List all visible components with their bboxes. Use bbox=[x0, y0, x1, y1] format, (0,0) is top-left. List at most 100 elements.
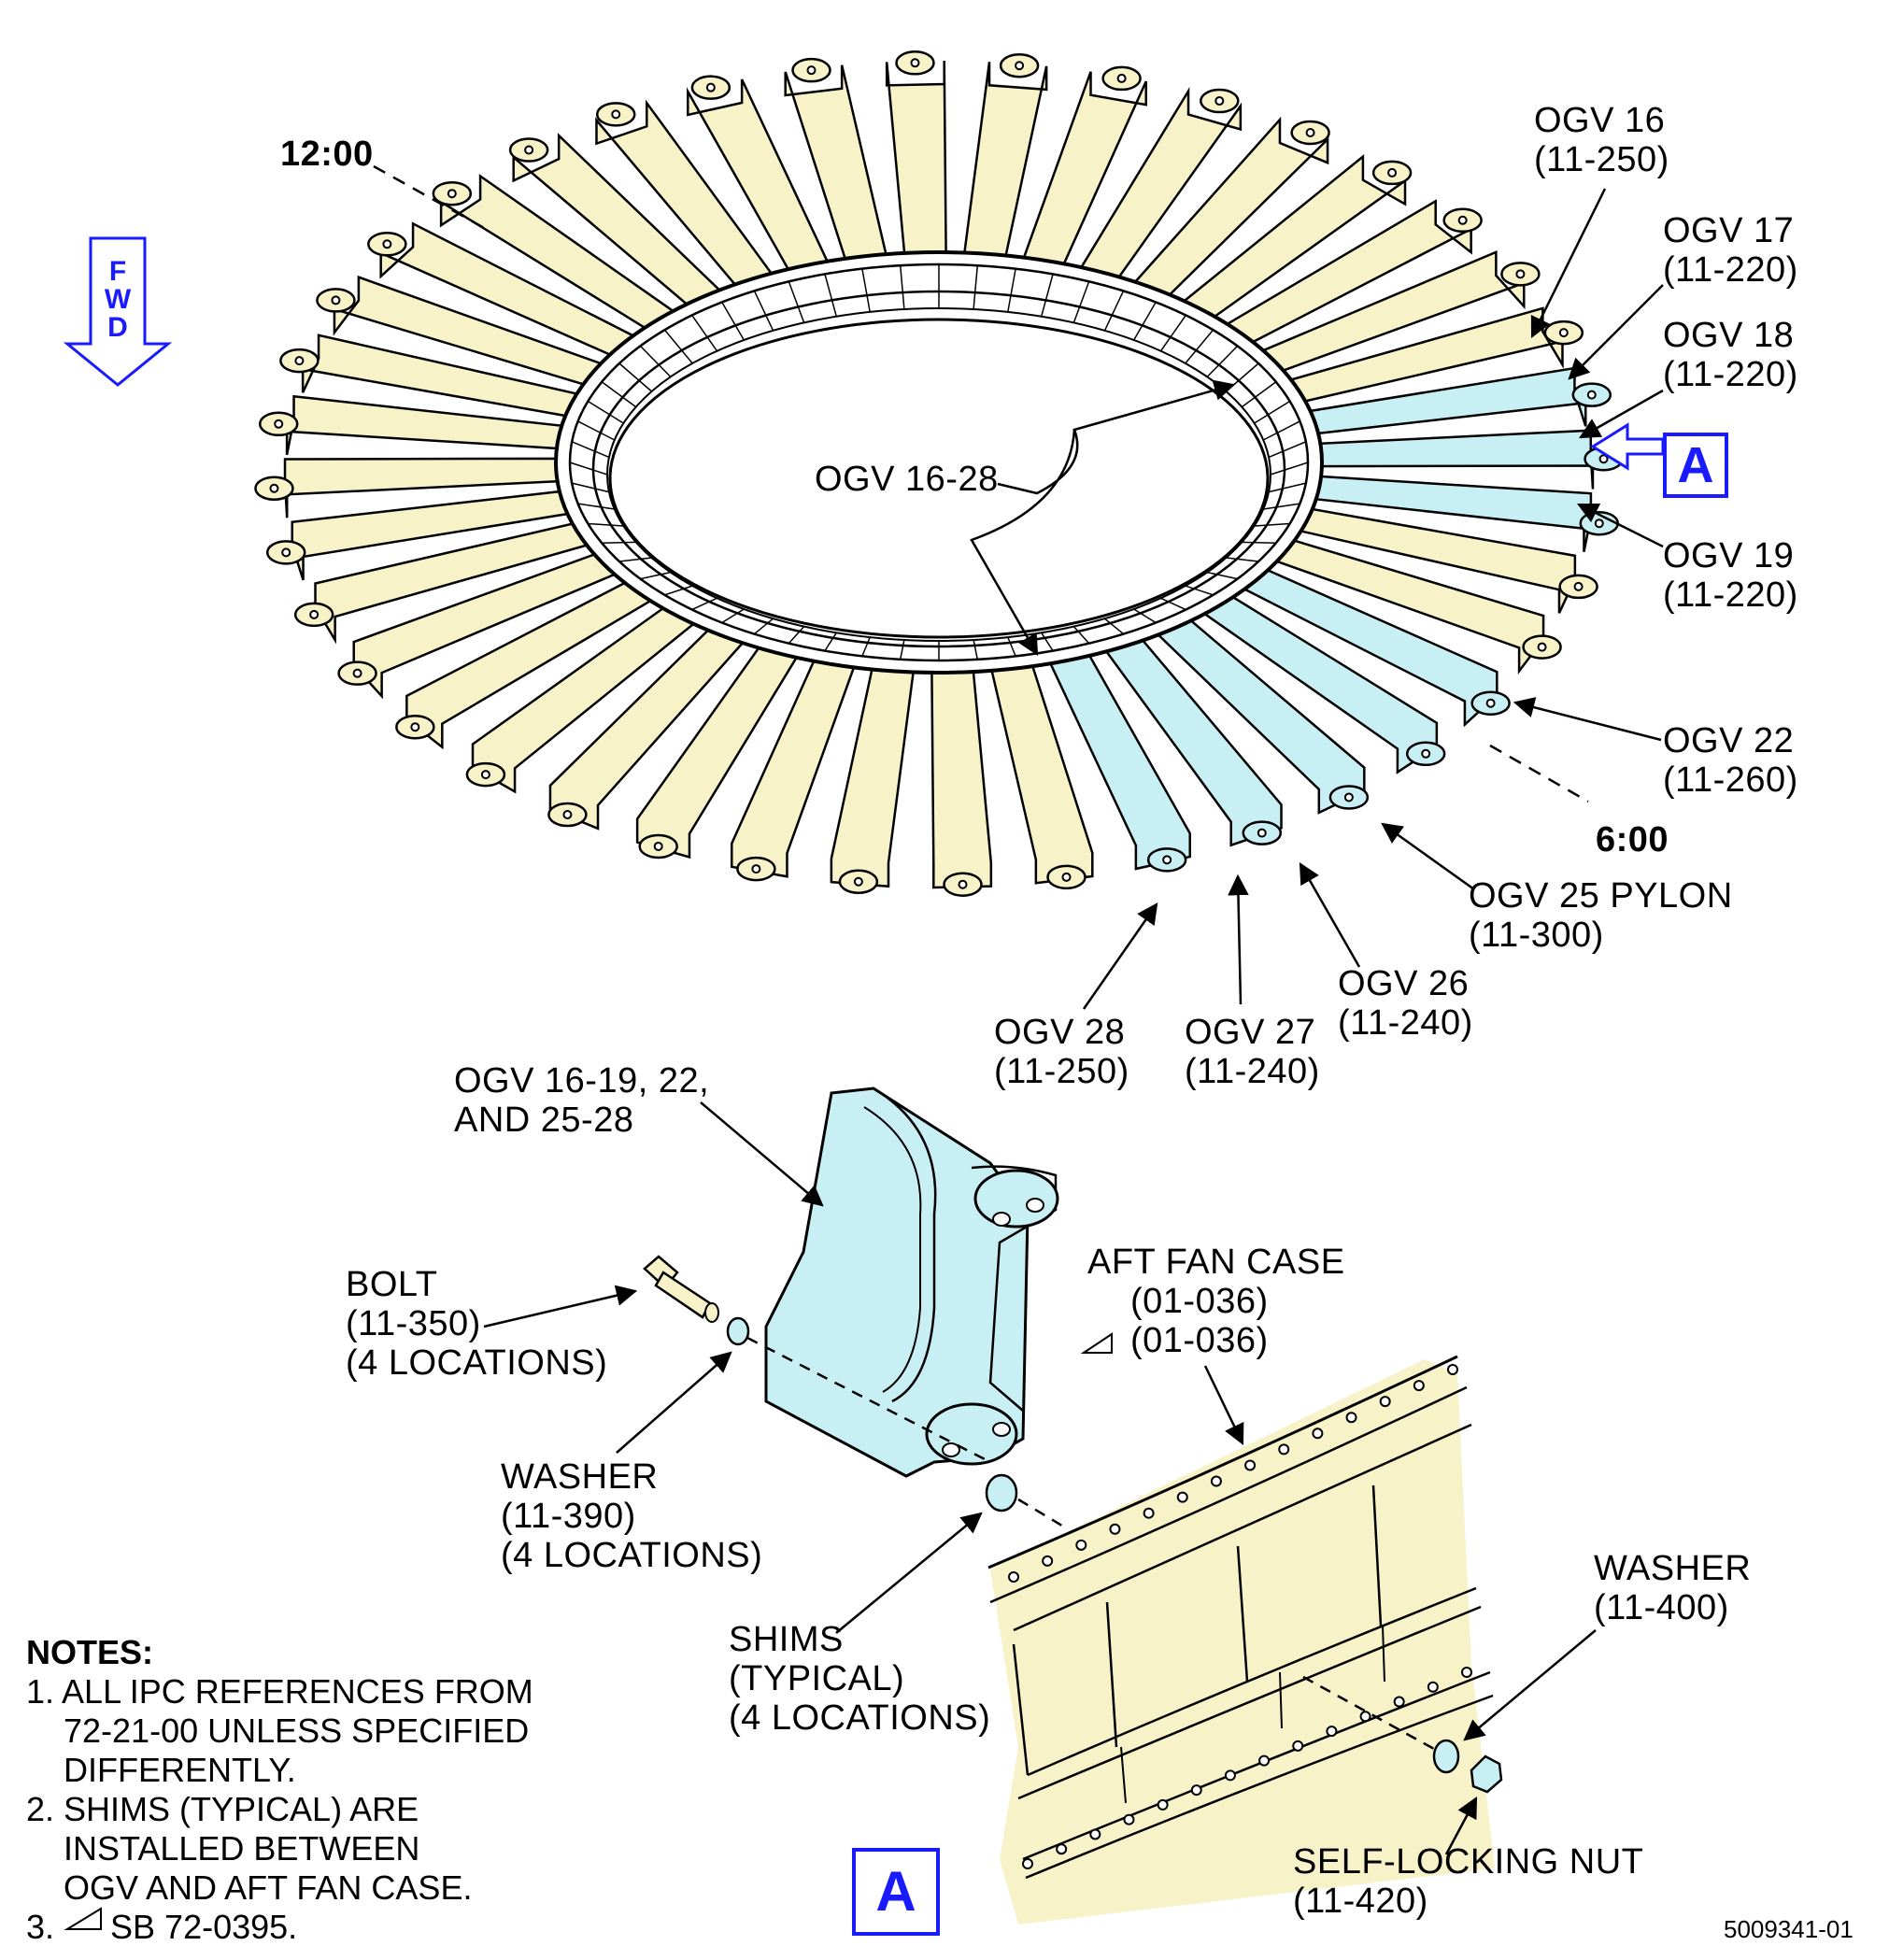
flange-hole bbox=[1061, 872, 1072, 882]
ring-rib bbox=[788, 626, 805, 645]
flange-hole bbox=[1598, 454, 1609, 464]
flange-hole bbox=[1387, 167, 1398, 178]
ogv19-name: OGV 19 bbox=[1663, 536, 1795, 575]
flange-hole bbox=[1457, 215, 1468, 225]
case-hole bbox=[1393, 1696, 1405, 1708]
ogv18-ref: (11-220) bbox=[1663, 355, 1798, 394]
flange-hole bbox=[352, 668, 362, 678]
flange-hole bbox=[1485, 698, 1496, 708]
ring-bore bbox=[608, 318, 1270, 639]
ring-rib bbox=[1133, 608, 1157, 624]
ring-rib bbox=[1072, 281, 1090, 323]
ring-rib bbox=[639, 345, 672, 377]
flange-hole bbox=[382, 239, 392, 249]
case-hole bbox=[1326, 1726, 1338, 1738]
flange-hole bbox=[705, 82, 716, 92]
fwd-letter-w: W bbox=[104, 284, 132, 315]
case-hole bbox=[1123, 1813, 1135, 1825]
notes-title: NOTES: bbox=[26, 1633, 154, 1671]
ring-rib bbox=[569, 462, 608, 476]
shims-type: (TYPICAL) bbox=[729, 1659, 905, 1698]
ogv28-ref: (11-250) bbox=[994, 1052, 1129, 1091]
ogv22-name: OGV 22 bbox=[1663, 721, 1795, 760]
ring-rib bbox=[861, 636, 871, 657]
shims-qty: (4 LOCATIONS) bbox=[729, 1698, 991, 1738]
bolt-ref: (11-350) bbox=[346, 1304, 481, 1343]
notes-block: NOTES: 1. ALL IPC REFERENCES FROM 72-21-… bbox=[26, 1633, 533, 1947]
flange-hole bbox=[910, 58, 920, 68]
flange-hole bbox=[309, 609, 320, 619]
washer-part-2 bbox=[1432, 1739, 1460, 1774]
ring-rib bbox=[1270, 462, 1309, 476]
washer1-label: WASHER bbox=[501, 1457, 659, 1497]
case-hole bbox=[1089, 1828, 1101, 1840]
flange-hole bbox=[1573, 581, 1584, 591]
ring-rib bbox=[1185, 585, 1214, 596]
ring-rib bbox=[1263, 503, 1300, 510]
ogv-vane bbox=[885, 61, 947, 262]
ring-rib bbox=[1241, 381, 1277, 408]
ring-rib bbox=[588, 522, 624, 527]
case-hole bbox=[1359, 1711, 1371, 1723]
ring-rib bbox=[1206, 345, 1239, 377]
case-hole bbox=[1224, 1769, 1236, 1782]
flange-hole bbox=[751, 864, 761, 874]
ring-rib bbox=[721, 608, 745, 624]
ring-rib bbox=[571, 482, 610, 493]
case-hole bbox=[1190, 1784, 1202, 1797]
case-hole bbox=[1461, 1667, 1472, 1678]
aft-fan-case-ref-sb: (01-036) bbox=[1130, 1321, 1269, 1360]
ring-rib bbox=[1262, 420, 1300, 441]
ogv27-ref: (11-240) bbox=[1185, 1052, 1320, 1091]
case-hole bbox=[1292, 1740, 1304, 1752]
flange-hole bbox=[1421, 748, 1431, 759]
flange-hole bbox=[853, 876, 863, 887]
flange-hole bbox=[480, 770, 490, 780]
ogv-vane bbox=[930, 663, 993, 889]
ogv-group-line1: OGV 16-19, 22, bbox=[454, 1061, 710, 1101]
fwd-arrow-icon bbox=[63, 236, 173, 387]
flange-hole bbox=[1257, 828, 1267, 838]
case-hole bbox=[1427, 1681, 1439, 1693]
case-bolt-holes bbox=[1008, 1364, 1472, 1869]
view-a-marker: A bbox=[1663, 433, 1728, 498]
ring-rib bbox=[899, 639, 905, 660]
shims-label: SHIMS bbox=[729, 1620, 844, 1659]
note-line: 3. SB 72-0395. bbox=[26, 1908, 298, 1946]
flange-hole bbox=[1305, 127, 1315, 137]
bolt-label: BOLT bbox=[346, 1265, 438, 1304]
note-line: DIFFERENTLY. bbox=[26, 1751, 296, 1789]
ring-rib bbox=[664, 585, 693, 596]
nut-part bbox=[1470, 1754, 1503, 1794]
case-hole bbox=[1278, 1443, 1290, 1456]
case-hole bbox=[1042, 1555, 1054, 1567]
ring-rib bbox=[824, 274, 838, 317]
ring-rib bbox=[663, 329, 693, 364]
ogv17-ref: (11-220) bbox=[1663, 250, 1798, 290]
ring-rib bbox=[1160, 597, 1186, 611]
clock-6-label: 6:00 bbox=[1596, 820, 1669, 859]
ring-rib bbox=[1007, 268, 1016, 313]
ring-rib bbox=[1254, 400, 1291, 424]
ring-rib bbox=[754, 618, 774, 635]
ogv16-name: OGV 16 bbox=[1534, 101, 1666, 140]
ring-rib bbox=[577, 420, 616, 441]
ogv-group-line2: AND 25-28 bbox=[454, 1101, 634, 1140]
flange-hole bbox=[331, 295, 341, 305]
ring-rib bbox=[602, 541, 636, 544]
note-line: 72-21-00 UNLESS SPECIFIED bbox=[26, 1711, 530, 1750]
ogv27-name: OGV 27 bbox=[1185, 1013, 1316, 1052]
case-hole bbox=[1176, 1491, 1188, 1503]
aft-fan-case-ref: (01-036) bbox=[1130, 1282, 1269, 1321]
case-hole bbox=[1157, 1798, 1169, 1811]
flange-hole bbox=[269, 483, 279, 493]
flange-hole bbox=[274, 419, 284, 429]
fwd-letter-f: F bbox=[108, 256, 127, 287]
flange-hole bbox=[447, 189, 457, 199]
case-hole bbox=[1022, 1858, 1033, 1869]
flange-hole bbox=[1162, 855, 1172, 865]
flange-hole bbox=[611, 109, 621, 120]
ring-rib bbox=[1268, 441, 1307, 459]
flange-hole bbox=[524, 145, 534, 155]
flange-hole bbox=[653, 841, 663, 851]
